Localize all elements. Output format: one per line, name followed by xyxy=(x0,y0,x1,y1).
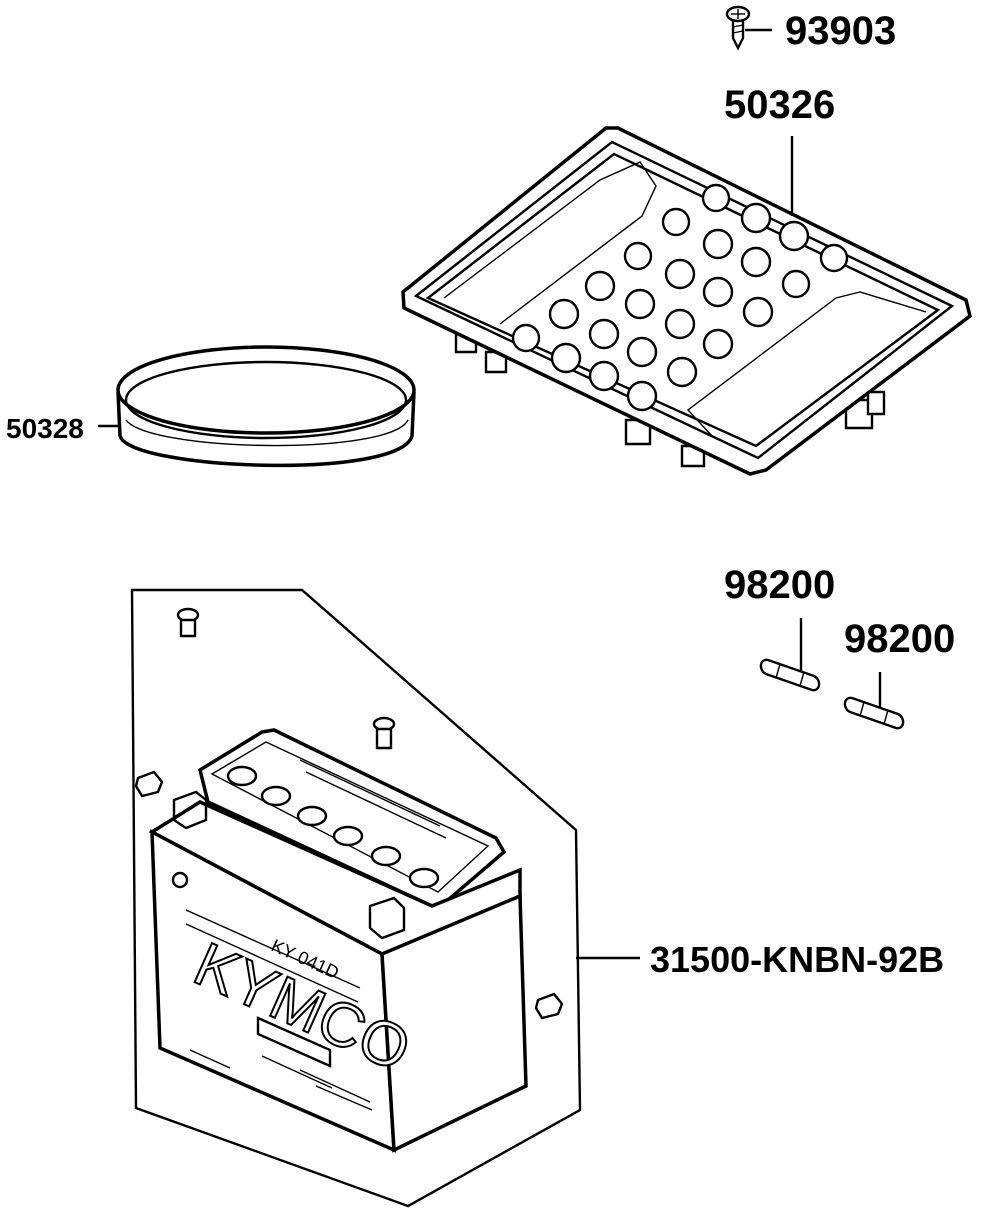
label-50328: 50328 xyxy=(6,413,84,444)
battery-cell-caps xyxy=(226,765,440,889)
battery-small-parts xyxy=(134,607,564,1020)
label-93903: 93903 xyxy=(785,9,896,53)
fuse-2-drawing xyxy=(843,672,905,730)
tray-holes xyxy=(511,183,849,412)
battery-body: KY 041D KYMCO xyxy=(148,728,528,1153)
label-31500-KNBN-92B: 31500-KNBN-92B xyxy=(650,939,944,980)
battery-assembly-frame xyxy=(130,588,640,1208)
fuse-1-drawing xyxy=(759,618,821,692)
battery-tray-cover-drawing xyxy=(401,126,972,476)
label-50326: 50326 xyxy=(724,83,835,127)
label-98200-2: 98200 xyxy=(844,617,955,661)
battery-band-drawing xyxy=(98,345,416,468)
label-98200-1: 98200 xyxy=(724,563,835,607)
screw-93903-drawing xyxy=(725,5,772,51)
